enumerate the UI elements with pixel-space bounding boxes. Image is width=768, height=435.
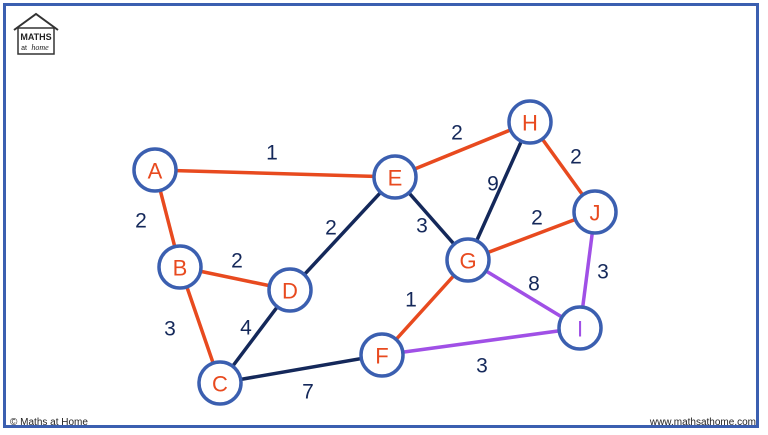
node-c: C: [197, 360, 243, 406]
edge-weight-h-g: 9: [487, 173, 499, 196]
edge-weight-b-c: 3: [164, 318, 176, 341]
copyright-text: © Maths at Home: [10, 417, 88, 428]
edge-weight-d-e: 2: [325, 217, 337, 240]
node-g: G: [445, 237, 491, 283]
node-label-f: F: [375, 344, 388, 369]
edge-weight-a-b: 2: [135, 210, 147, 233]
edge-weight-g-f: 1: [405, 289, 417, 312]
node-label-a: A: [148, 159, 163, 184]
edge-weight-c-f: 7: [302, 381, 314, 404]
logo-text-at: at: [21, 45, 27, 52]
node-circle-d: [267, 267, 313, 313]
node-circle-a: [132, 147, 178, 193]
node-circle-i: [557, 305, 603, 351]
edge-e-h: [394, 120, 531, 179]
website-url: www.mathsathome.com: [649, 417, 756, 428]
edge-weight-b-d: 2: [231, 250, 243, 273]
node-circle-e: [372, 154, 418, 200]
node-label-c: C: [212, 372, 228, 397]
maths-at-home-logo: MATHS at home: [13, 12, 59, 55]
node-d: D: [267, 267, 313, 313]
node-f: F: [359, 332, 405, 378]
nodes-layer: A B C D E F G H I J: [132, 99, 618, 406]
edge-a-e: [154, 168, 396, 179]
node-e: E: [372, 154, 418, 200]
logo-roof-icon: [13, 12, 59, 31]
edge-weight-a-e: 1: [266, 142, 278, 165]
edge-weight-g-i: 8: [528, 273, 540, 296]
node-circle-b: [157, 244, 203, 290]
node-circle-h: [507, 99, 553, 145]
node-b: B: [157, 244, 203, 290]
node-label-g: G: [459, 249, 476, 274]
node-label-d: D: [282, 279, 298, 304]
node-label-e: E: [388, 166, 403, 191]
node-a: A: [132, 147, 178, 193]
edge-weight-e-h: 2: [451, 122, 463, 145]
node-label-h: H: [522, 111, 538, 136]
edge-weights-layer: 1 2 2 3 4 7 2 2 3 9 2 2 1 8 3 3: [135, 122, 609, 404]
edge-weight-e-g: 3: [416, 215, 428, 238]
edge-weight-f-i: 3: [476, 355, 488, 378]
edge-h-g: [466, 121, 532, 261]
logo-text-home: home: [31, 43, 49, 52]
node-circle-g: [445, 237, 491, 283]
logo-text-maths: MATHS: [20, 32, 51, 42]
node-circle-j: [572, 189, 618, 235]
node-circle-f: [359, 332, 405, 378]
node-label-b: B: [173, 256, 188, 281]
edge-weight-h-j: 2: [570, 146, 582, 169]
node-j: J: [572, 189, 618, 235]
edge-d-e: [288, 175, 397, 292]
border-frame: [3, 3, 759, 428]
edge-f-i: [381, 326, 581, 357]
edge-weight-c-d: 4: [240, 317, 252, 340]
node-label-j: J: [590, 201, 601, 226]
edge-weight-g-j: 2: [531, 207, 543, 230]
logo-house-icon: [17, 27, 55, 55]
edge-c-f: [219, 353, 383, 385]
node-circle-c: [197, 360, 243, 406]
node-i: I: [557, 305, 603, 351]
node-h: H: [507, 99, 553, 145]
node-label-i: I: [577, 317, 583, 342]
edge-weight-j-i: 3: [597, 261, 609, 284]
